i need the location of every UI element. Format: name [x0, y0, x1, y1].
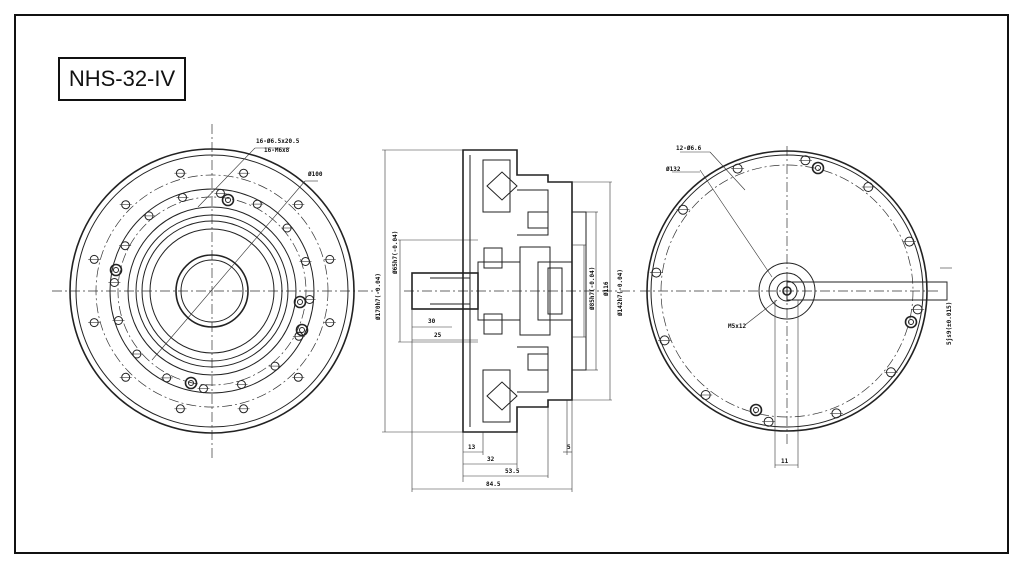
- dim-116: Ø116: [603, 281, 610, 297]
- tapped-hole-core: [113, 267, 119, 273]
- left-dim-dia: Ø100: [307, 171, 323, 178]
- dim-25: 25: [434, 332, 442, 339]
- tapped-hole-core: [299, 327, 305, 333]
- right-dim-11: 11: [781, 458, 789, 465]
- dim-13: 13: [468, 444, 476, 451]
- tapped-hole-core: [815, 165, 821, 171]
- dim-flange: Ø142h7(-0.04): [617, 269, 624, 317]
- left-hole-note-1: 16-Ø6.5x20.5: [256, 138, 300, 145]
- right-dim-dia: Ø132: [665, 166, 681, 173]
- tapped-hole-core: [908, 319, 914, 325]
- tapped-hole-marked: [295, 323, 309, 337]
- tapped-hole-marked: [293, 295, 307, 309]
- section-view: Ø170h7(-0.04) Ø65h7(-0.04) Ø85h7(-0.04) …: [375, 149, 636, 492]
- dim-84: 84.5: [486, 481, 501, 488]
- tapped-hole-core: [297, 299, 303, 305]
- dim-shaft: Ø65h7(-0.04): [392, 231, 399, 275]
- drawing-frame: [14, 14, 1009, 554]
- dim-5: 5: [567, 444, 571, 451]
- dim-outer: Ø170h7(-0.04): [375, 273, 382, 321]
- dim-hub: Ø85h7(-0.04): [589, 267, 596, 311]
- tapped-hole-core: [753, 407, 759, 413]
- right-dim-key: M5x12: [728, 323, 746, 330]
- dim-32: 32: [487, 456, 495, 463]
- dim-30: 30: [428, 318, 436, 325]
- right-holes: [649, 155, 925, 427]
- right-rear-view: 12-Ø6.6 Ø132 M5x12 11 5js9(±0.015): [640, 145, 953, 468]
- right-dim-key-w: 5js9(±0.015): [946, 302, 953, 345]
- model-label: NHS-32-IV: [58, 57, 186, 101]
- left-outer-holes: [88, 168, 336, 414]
- left-hole-note-2: 16-M6x8: [264, 147, 290, 154]
- tapped-hole-marked: [109, 263, 123, 277]
- tapped-hole-core: [225, 197, 231, 203]
- tapped-hole-core: [188, 380, 194, 386]
- tapped-hole-marked: [811, 161, 825, 175]
- dim-53: 53.5: [505, 468, 520, 475]
- tapped-hole-marked: [184, 376, 198, 390]
- tapped-hole-marked: [749, 403, 763, 417]
- tapped-hole-marked: [221, 193, 235, 207]
- left-front-view: 16-Ø6.5x20.5 16-M6x8 Ø100: [52, 124, 378, 458]
- tapped-hole-marked: [904, 315, 918, 329]
- left-inner-holes: [108, 188, 316, 394]
- right-hole-note: 12-Ø6.6: [676, 145, 702, 152]
